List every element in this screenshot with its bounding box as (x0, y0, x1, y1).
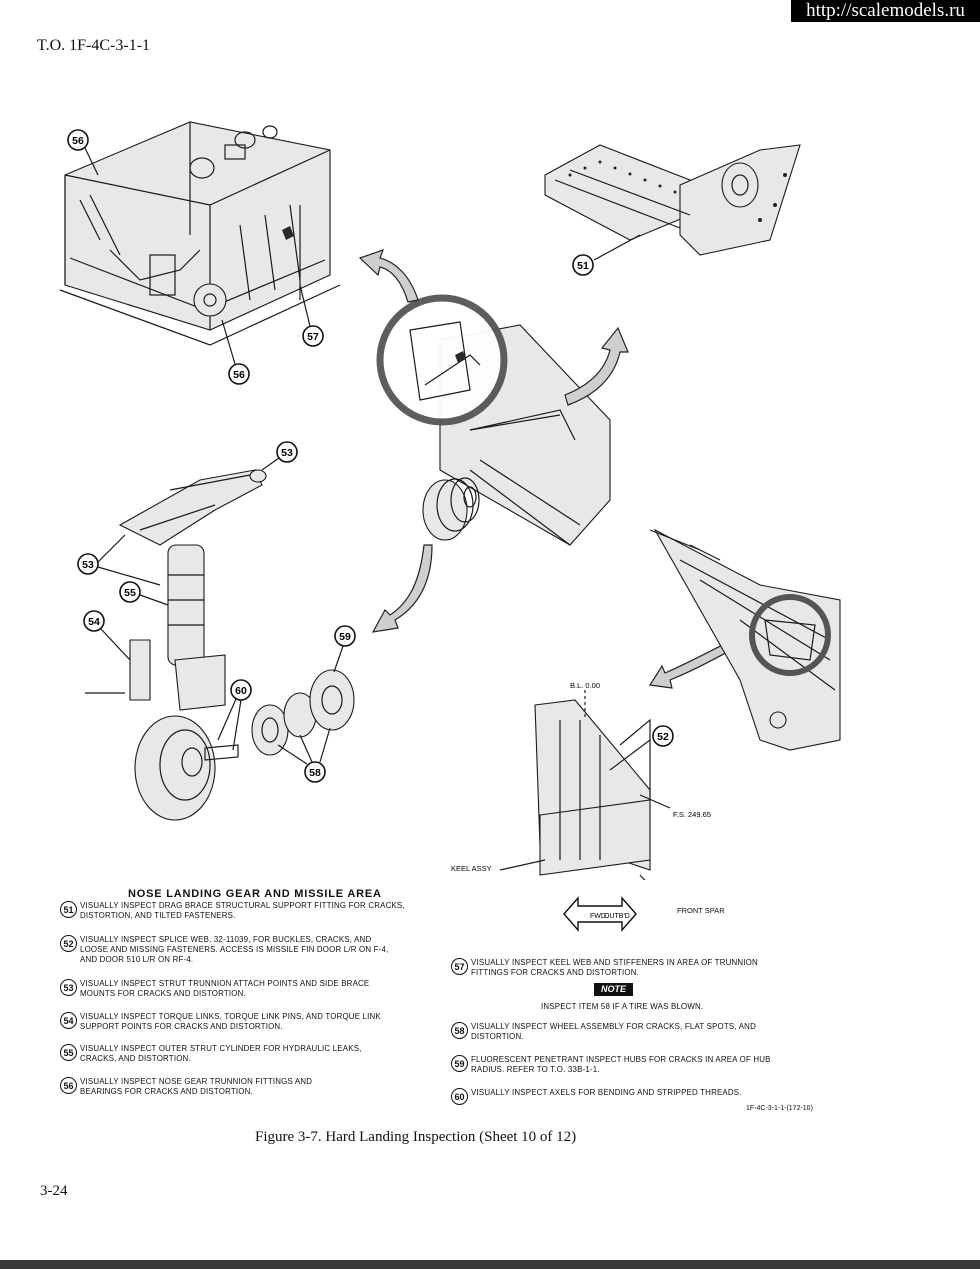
callout-60: 60 (217, 679, 252, 751)
item-number: 56 (60, 1077, 77, 1094)
section-title: NOSE LANDING GEAR AND MISSILE AREA (128, 888, 382, 900)
item-text: VISUALLY INSPECT AXELS FOR BENDING AND S… (471, 1088, 742, 1097)
item-number: 57 (451, 958, 468, 975)
watermark-link[interactable]: http://scalemodels.ru (791, 0, 980, 22)
item-number: 54 (60, 1012, 77, 1029)
inspection-item-54: 54 VISUALLY INSPECT TORQUE LINKS, TORQUE… (60, 1012, 381, 1032)
item-text: VISUALLY INSPECT NOSE GEAR TRUNNION FITT… (80, 1077, 313, 1096)
item-text: VISUALLY INSPECT OUTER STRUT CYLINDER FO… (80, 1044, 362, 1063)
item-text: VISUALLY INSPECT SPLICE WEB, 32-11039, F… (80, 935, 389, 964)
wheel-well-magnifier-drawing (376, 294, 611, 546)
svg-text:53: 53 (82, 559, 94, 571)
item-number: 60 (451, 1088, 468, 1105)
fwd-label: FWD (590, 913, 606, 920)
inspection-item-53: 53 VISUALLY INSPECT STRUT TRUNNION ATTAC… (60, 979, 369, 999)
nose-gear-exploded-drawing (85, 469, 355, 821)
svg-text:51: 51 (577, 260, 589, 272)
item-text: VISUALLY INSPECT WHEEL ASSEMBLY FOR CRAC… (471, 1022, 756, 1041)
item-number: 55 (60, 1044, 77, 1061)
page-number: 3-24 (40, 1183, 68, 1199)
svg-text:60: 60 (235, 685, 247, 697)
fs-station-label: F.S. 249.65 (673, 810, 711, 819)
inspection-item-56: 56 VISUALLY INSPECT NOSE GEAR TRUNNION F… (60, 1077, 312, 1097)
item-text: VISUALLY INSPECT TORQUE LINKS, TORQUE LI… (80, 1012, 381, 1031)
inspection-item-58: 58 VISUALLY INSPECT WHEEL ASSEMBLY FOR C… (451, 1022, 756, 1042)
svg-text:56: 56 (233, 369, 245, 381)
scan-edge (0, 1260, 980, 1269)
svg-text:57: 57 (307, 331, 319, 343)
callout-55: 55 (119, 581, 169, 606)
trunnion-bay-drawing (59, 121, 341, 346)
inspection-item-55: 55 VISUALLY INSPECT OUTER STRUT CYLINDER… (60, 1044, 362, 1064)
svg-text:58: 58 (309, 767, 321, 779)
fwd-outboard-compass: FWD OUTB'D (563, 896, 637, 932)
bl-station-label: B.L. 0.00 (570, 681, 600, 690)
item-number: 53 (60, 979, 77, 996)
item-text: VISUALLY INSPECT STRUT TRUNNION ATTACH P… (80, 979, 370, 998)
arrow-to-drag-brace (564, 326, 629, 406)
svg-text:59: 59 (339, 631, 351, 643)
inspection-item-51: 51 VISUALLY INSPECT DRAG BRACE STRUCTURA… (60, 901, 405, 921)
callout-56-bottom: 56 (221, 319, 250, 385)
item-text: VISUALLY INSPECT KEEL WEB AND STIFFENERS… (471, 958, 758, 977)
inspection-diagram: B.L. 0.00 F.S. 249.65 KEEL ASSY 56 56 57… (59, 121, 841, 880)
inspection-item-60: 60 VISUALLY INSPECT AXELS FOR BENDING AN… (451, 1088, 742, 1105)
inspection-item-52: 52 VISUALLY INSPECT SPLICE WEB, 32-11039… (60, 935, 388, 965)
svg-text:52: 52 (657, 731, 669, 743)
item-number: 59 (451, 1055, 468, 1072)
callout-52: 52 (652, 725, 674, 747)
callout-56-top: 56 (67, 129, 99, 176)
svg-text:54: 54 (88, 616, 100, 628)
callout-59: 59 (333, 625, 356, 673)
drag-brace-fitting-drawing (544, 144, 801, 261)
figure-caption: Figure 3-7. Hard Landing Inspection (She… (255, 1129, 577, 1145)
callout-57: 57 (299, 284, 324, 347)
item-number: 58 (451, 1022, 468, 1039)
svg-text:53: 53 (281, 447, 293, 459)
arrow-to-trunnion-bay (358, 249, 419, 303)
arrow-to-nose-gear (371, 544, 433, 633)
item-number: 52 (60, 935, 77, 952)
figure-id: 1F-4C-3-1-1-(172-10) (746, 1105, 813, 1112)
inspection-item-59: 59 FLUORESCENT PENETRANT INSPECT HUBS FO… (451, 1055, 771, 1075)
keel-front-spar-drawing (499, 690, 671, 880)
callout-51: 51 (572, 254, 594, 276)
inspection-item-57: 57 VISUALLY INSPECT KEEL WEB AND STIFFEN… (451, 958, 758, 978)
item-text: VISUALLY INSPECT DRAG BRACE STRUCTURAL S… (80, 901, 405, 920)
callout-58: 58 (277, 727, 331, 783)
outbd-label: OUTB'D (604, 913, 630, 920)
front-spar-label: FRONT SPAR (677, 906, 725, 915)
svg-text:56: 56 (72, 135, 84, 147)
note-text: INSPECT ITEM 58 IF A TIRE WAS BLOWN. (541, 1002, 704, 1011)
note-badge: NOTE (594, 983, 633, 996)
svg-text:55: 55 (124, 587, 136, 599)
callout-53-left: 53 (77, 534, 161, 586)
item-text: FLUORESCENT PENETRANT INSPECT HUBS FOR C… (471, 1055, 771, 1074)
keel-assy-label: KEEL ASSY (451, 864, 492, 873)
item-number: 51 (60, 901, 77, 918)
document-number: T.O. 1F-4C-3-1-1 (37, 37, 151, 54)
callout-54: 54 (83, 610, 131, 661)
callout-53-top: 53 (261, 441, 298, 471)
aircraft-fuselage-drawing (649, 528, 841, 751)
